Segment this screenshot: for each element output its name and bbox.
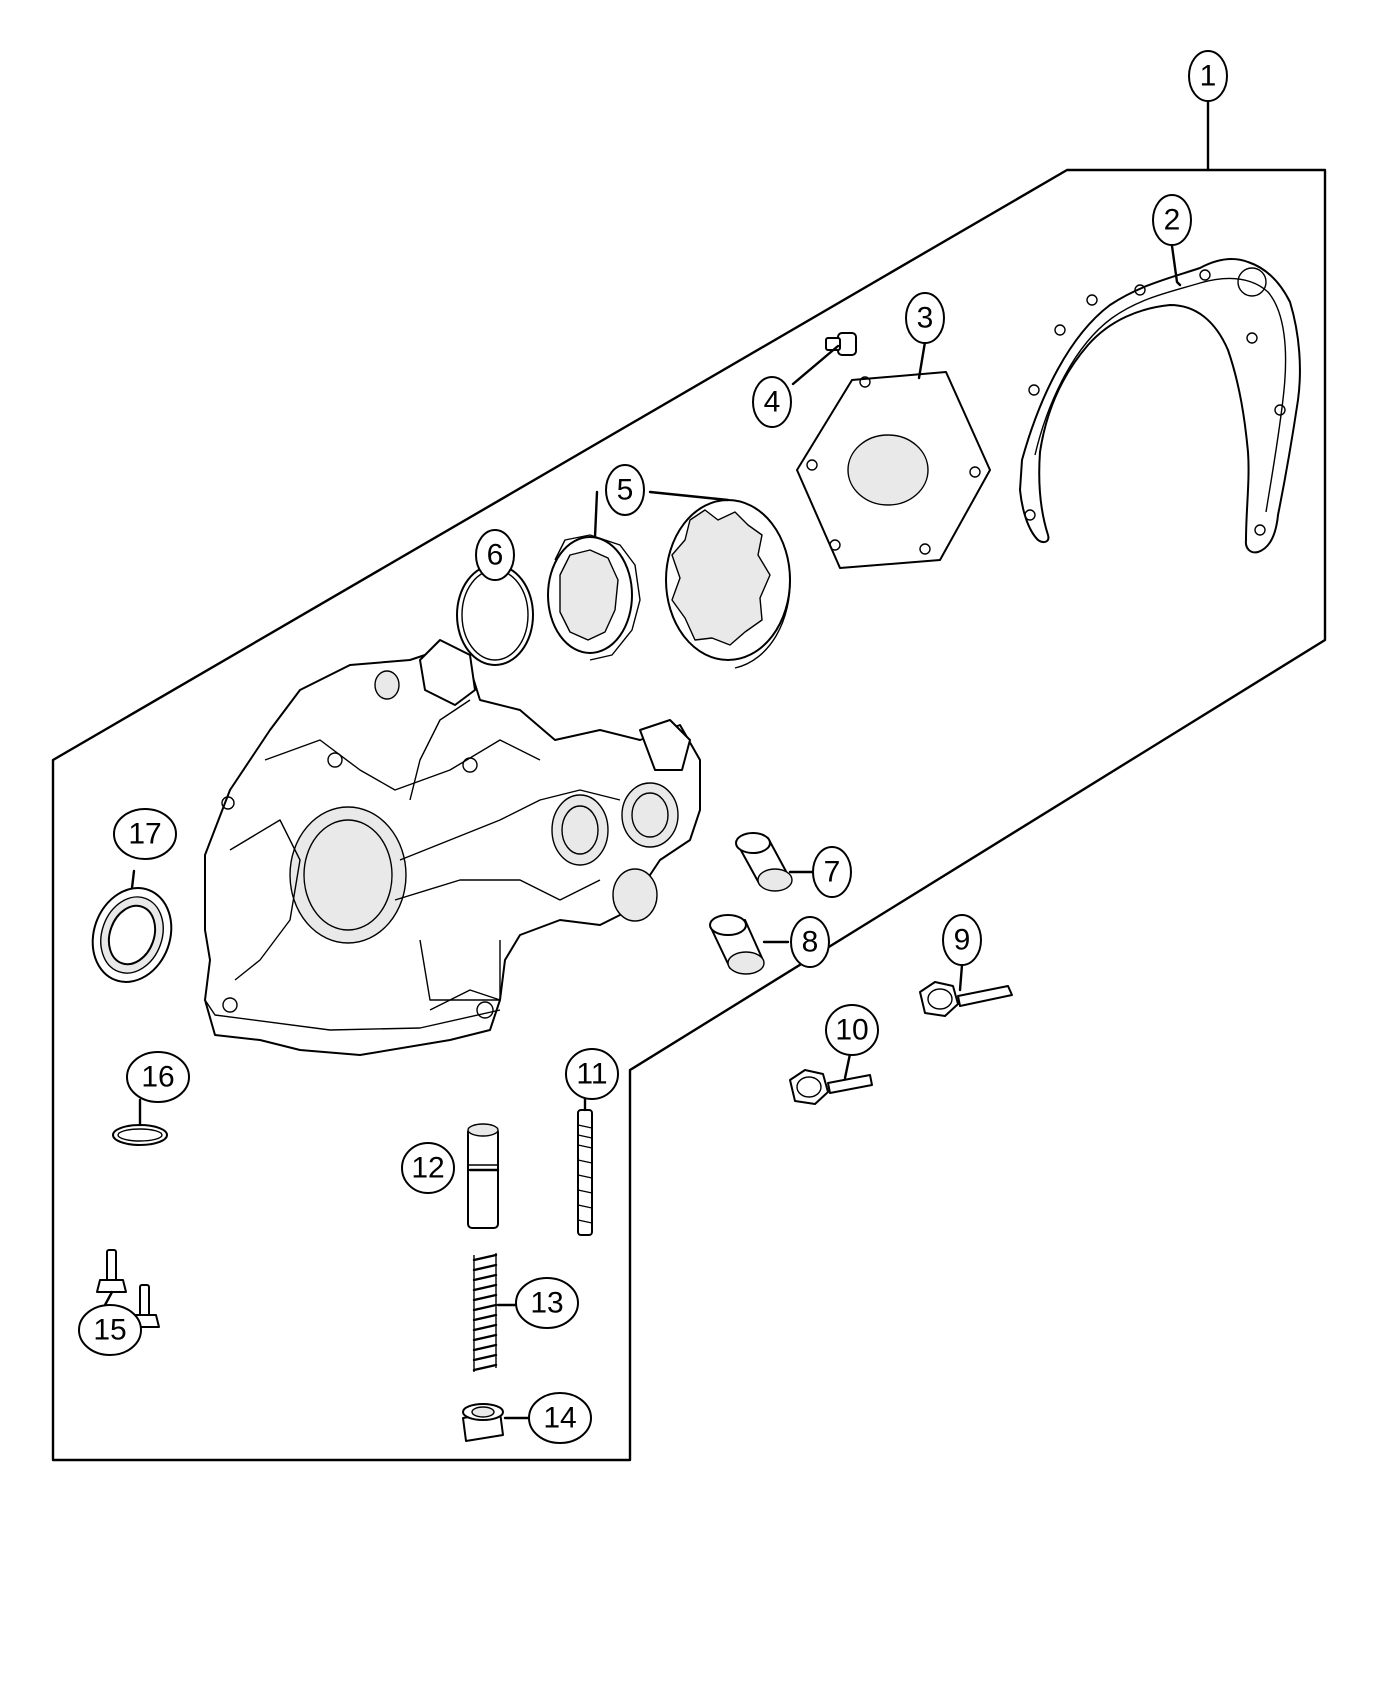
oil-pump-housing	[204, 639, 701, 1056]
svg-text:10: 10	[835, 1014, 868, 1047]
bolt-long-part	[919, 981, 1013, 1017]
stud-part	[577, 1109, 593, 1236]
bushing-upper-part	[735, 832, 793, 892]
rotor-set-part	[547, 499, 791, 669]
spring-part	[472, 1253, 498, 1372]
svg-text:12: 12	[411, 1152, 444, 1185]
callout-2: 2	[1152, 194, 1192, 246]
callout-15: 15	[78, 1304, 142, 1356]
svg-text:6: 6	[487, 539, 504, 572]
callout-17: 17	[113, 808, 177, 860]
svg-text:7: 7	[824, 856, 841, 889]
svg-text:15: 15	[93, 1314, 126, 1347]
svg-text:14: 14	[543, 1402, 576, 1435]
svg-text:17: 17	[128, 818, 161, 851]
callout-14: 14	[528, 1392, 592, 1444]
relief-valve-part	[467, 1123, 499, 1229]
cover-plate-part	[796, 371, 991, 569]
plug-part	[462, 1403, 504, 1442]
assembly-boundary	[51, 168, 1327, 1462]
svg-text:13: 13	[530, 1287, 563, 1320]
callout-8: 8	[790, 916, 830, 968]
callout-5: 5	[605, 464, 645, 516]
callout-13: 13	[515, 1277, 579, 1329]
callout-4: 4	[752, 376, 792, 428]
gasket-part	[1019, 258, 1301, 554]
svg-text:8: 8	[802, 926, 819, 959]
svg-text:5: 5	[617, 474, 634, 507]
svg-text:2: 2	[1164, 204, 1181, 237]
callout-6: 6	[475, 529, 515, 581]
callout-10: 10	[825, 1004, 879, 1056]
bushing-lower-part	[709, 914, 765, 975]
callout-12: 12	[401, 1142, 455, 1194]
crankshaft-seal-part	[91, 887, 173, 983]
svg-text:1: 1	[1200, 60, 1217, 93]
o-ring-small-part	[112, 1124, 168, 1146]
svg-text:9: 9	[954, 924, 971, 957]
callout-11: 11	[565, 1048, 619, 1100]
svg-text:11: 11	[576, 1058, 607, 1091]
callout-3: 3	[905, 292, 945, 344]
leader-lines	[103, 99, 1210, 1420]
callout-1: 1	[1188, 50, 1228, 102]
svg-text:4: 4	[764, 386, 781, 419]
callout-16: 16	[126, 1051, 190, 1103]
svg-text:16: 16	[141, 1061, 174, 1094]
callout-7: 7	[812, 846, 852, 898]
small-bolts-part	[96, 1249, 160, 1328]
svg-text:3: 3	[917, 302, 934, 335]
callout-9: 9	[942, 914, 982, 966]
o-ring-large-part	[456, 564, 534, 666]
bolt-medium-part	[789, 1069, 873, 1105]
